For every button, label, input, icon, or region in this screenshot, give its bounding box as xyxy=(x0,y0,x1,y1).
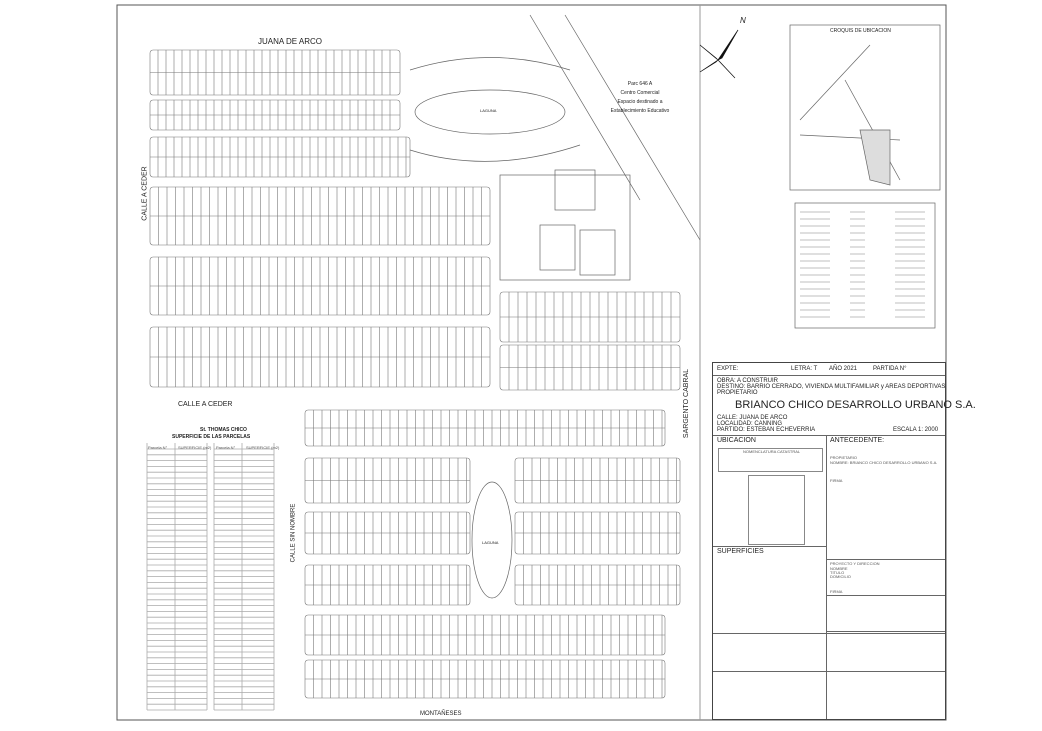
localidad: LOCALIDAD: CANNING xyxy=(717,421,783,427)
parcel-table-header-3: Parcela N° xyxy=(216,445,236,450)
parcel-note-education: Establecimiento Educativo xyxy=(610,108,670,114)
croquis-box xyxy=(789,24,941,191)
antecedente: ANTECEDENTE: xyxy=(830,437,885,444)
laguna-label-lower: LAGUNA xyxy=(482,540,499,545)
parcel-note: Parc 646 A Centro Comercial Espacio dest… xyxy=(595,80,685,116)
expte: EXPTE: xyxy=(717,366,739,372)
croquis-title: CROQUIS DE UBICACION xyxy=(830,28,891,34)
street-label-calle-sin-nombre: CALLE SIN NOMBRE xyxy=(290,503,297,563)
parcel-table-header-1: Parcela N° xyxy=(148,445,168,450)
parcel-table-header-4: SUPERFICIE (m2) xyxy=(246,445,280,450)
laguna-label-upper: LAGUNA xyxy=(480,108,497,113)
diagonal-road xyxy=(564,14,701,241)
street-label-calle-a-ceder: CALLE A CEDER xyxy=(178,401,233,408)
parcel-note-commercial: Centro Comercial xyxy=(620,90,660,96)
anio: AÑO 2021 xyxy=(829,366,858,372)
sports-area xyxy=(499,174,631,281)
propietario-nombre: NOMBRE: BRIANCO CHICO DESARROLLO URBANO … xyxy=(830,460,938,465)
street-label-montaneses: MONTAÑESES xyxy=(420,711,462,717)
nomenclatura-table xyxy=(718,448,823,472)
obra: OBRA: A CONSTRUIR xyxy=(717,378,779,384)
parcel-note-number: Parc 646 A xyxy=(627,81,653,87)
laguna-lower xyxy=(471,481,513,599)
partido: PARTIDO: ESTEBAN ECHEVERRIA xyxy=(717,427,816,433)
diagonal-road xyxy=(529,14,641,201)
proyecto-domicilio: DOMICILIO xyxy=(830,574,851,579)
ubicacion: UBICACION xyxy=(717,437,756,444)
nomenclatura: NOMENCLATURA CATASTRAL xyxy=(743,449,801,454)
north-label: N xyxy=(740,16,746,25)
owner-name: BRIANCO CHICO DESARROLLO URBANO S.A. xyxy=(735,399,976,411)
firma: FIRMA xyxy=(830,478,843,483)
letra: LETRA: T xyxy=(791,366,818,372)
proyecto-direccion: PROYECTO Y DIRECCION xyxy=(830,561,880,566)
partida: PARTIDA N° xyxy=(873,366,907,372)
proyecto-titulo: TITULO xyxy=(830,570,845,575)
street-label-calle-a-ceder-vertical: CALLE A CEDER xyxy=(141,166,149,221)
parcel-table-subtitle: SUPERFICIE DE LAS PARCELAS xyxy=(172,434,251,440)
street-label-juana-de-arco: JUANA DE ARCO xyxy=(258,37,323,46)
drawing-border xyxy=(116,4,947,721)
parcel-table-header-2: SUPERFICIE (m2) xyxy=(178,445,212,450)
title-block: EXPTE: LETRA: T AÑO 2021 PARTIDA N° OBRA… xyxy=(712,362,976,720)
location-sketch xyxy=(748,475,805,545)
superficies: SUPERFICIES xyxy=(717,548,764,555)
destino: DESTINO: BARRIO CERRADO, VIVIENDA MULTIF… xyxy=(717,384,946,390)
north-arrow-icon xyxy=(699,29,739,79)
calle: CALLE: JUANA DE ARCO xyxy=(717,415,788,421)
laguna-upper xyxy=(414,89,566,135)
parcel-table-title: St. THOMAS CHICO xyxy=(200,427,247,433)
proyecto-firma: FIRMA xyxy=(830,589,843,594)
escala: ESCALA 1: 2000 xyxy=(893,427,939,433)
propietario-detail: PROPIETARIO xyxy=(830,455,858,460)
data-summary-box xyxy=(794,202,936,329)
street-label-sargento-cabral: SARGENTO CABRAL xyxy=(683,368,691,439)
proyecto-nombre: NOMBRE xyxy=(830,566,848,571)
propietario-label: PROPIETARIO xyxy=(717,390,758,396)
parcel-note-space: Espacio destinado a xyxy=(617,99,663,105)
